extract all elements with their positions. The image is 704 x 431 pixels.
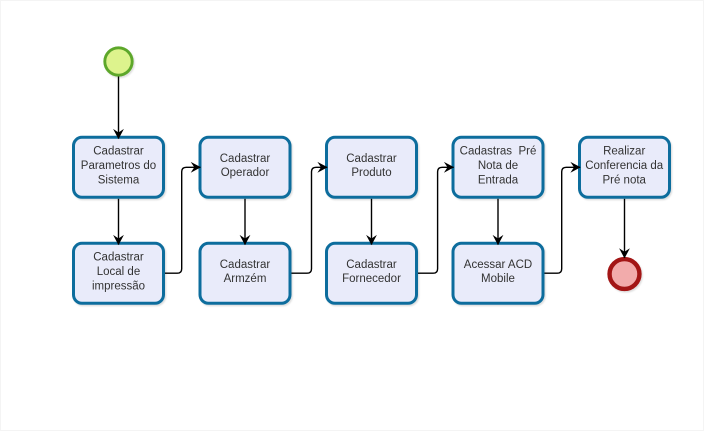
svg-text:Cadastrar: Cadastrar — [93, 252, 144, 264]
svg-text:Armzém: Armzém — [224, 273, 267, 285]
svg-text:Cadastrar: Cadastrar — [220, 259, 271, 271]
svg-text:impressão: impressão — [92, 280, 145, 292]
svg-text:Cadastrar: Cadastrar — [346, 153, 397, 165]
svg-text:Realizar: Realizar — [603, 146, 645, 158]
svg-text:Cadastrar: Cadastrar — [346, 259, 397, 271]
svg-text:Operador: Operador — [221, 167, 270, 179]
svg-text:Fornecedor: Fornecedor — [342, 273, 401, 285]
svg-text:Produto: Produto — [351, 167, 391, 179]
svg-text:Cadastrar: Cadastrar — [220, 153, 271, 165]
svg-text:Pré nota: Pré nota — [602, 174, 646, 186]
svg-text:Cadastrar: Cadastrar — [93, 146, 144, 158]
svg-text:Nota de: Nota de — [478, 160, 518, 172]
svg-text:Sistema: Sistema — [98, 174, 140, 186]
svg-text:Cadastras Pré: Cadastras Pré — [460, 146, 537, 158]
svg-text:Parametros do: Parametros do — [81, 160, 156, 172]
svg-text:Local de: Local de — [97, 266, 140, 278]
svg-text:Mobile: Mobile — [481, 273, 515, 285]
svg-text:Entrada: Entrada — [478, 174, 519, 186]
svg-text:Acessar ACD: Acessar ACD — [464, 259, 532, 271]
svg-text:Conferencia da: Conferencia da — [585, 160, 664, 172]
